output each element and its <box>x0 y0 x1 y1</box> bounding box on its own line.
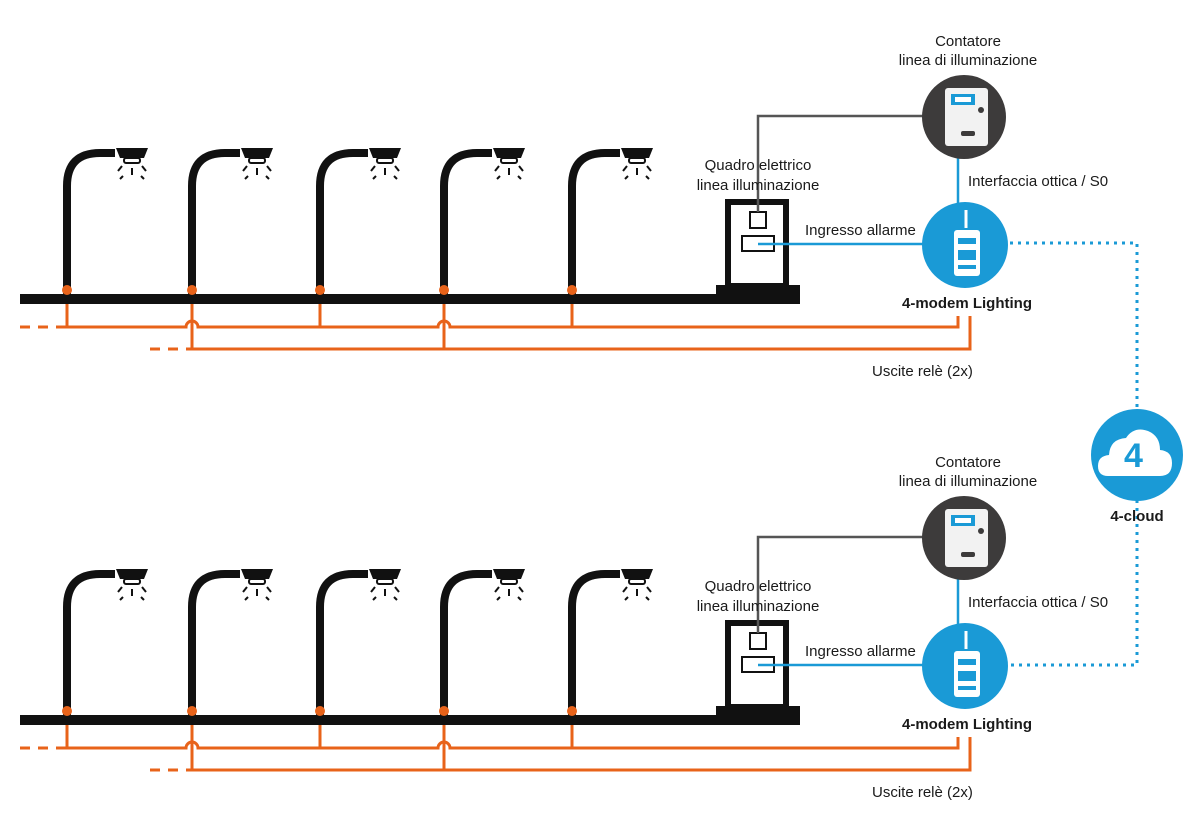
energy-meter-icon <box>922 75 1006 159</box>
panel-meter-wire <box>756 114 925 212</box>
relay-nodes <box>62 706 577 716</box>
cloud-links <box>1010 241 1139 667</box>
relay-outputs-label: Uscite relè (2x) <box>872 363 973 380</box>
cloud-icon <box>1091 409 1183 501</box>
section-1 <box>20 75 1008 351</box>
street-lamps <box>63 147 654 294</box>
ground-line <box>20 715 800 725</box>
street-lamps <box>63 568 654 715</box>
panel-label-line2: linea illuminazione <box>696 177 820 194</box>
meter-label-line1: Contatore <box>935 454 1001 471</box>
panel-label-line1: Quadro elettrico <box>704 157 812 174</box>
section-2 <box>20 496 1008 772</box>
meter-label-line2: linea di illuminazione <box>898 473 1038 490</box>
alarm-input-label: Ingresso allarme <box>805 222 916 239</box>
panel-meter-wire <box>756 535 925 633</box>
alarm-input-label: Ingresso allarme <box>805 643 916 660</box>
meter-label-line2: linea di illuminazione <box>898 52 1038 69</box>
relay-nodes <box>62 285 577 295</box>
optical-interface-label: Interfaccia ottica / S0 <box>968 594 1109 611</box>
electrical-panel <box>716 620 800 725</box>
cloud-glyph: 4 <box>1124 437 1143 475</box>
modem-label: 4-modem Lighting <box>902 295 1032 312</box>
electrical-panel <box>716 199 800 304</box>
panel-label-line1: Quadro elettrico <box>704 578 812 595</box>
ground-line <box>20 294 800 304</box>
meter-label-line1: Contatore <box>935 33 1001 50</box>
energy-meter-icon <box>922 496 1006 580</box>
relay-wiring <box>20 713 972 772</box>
modem-icon <box>922 202 1008 288</box>
relay-outputs-label: Uscite relè (2x) <box>872 784 973 801</box>
modem-icon <box>922 623 1008 709</box>
panel-label-line2: linea illuminazione <box>696 598 820 615</box>
modem-label: 4-modem Lighting <box>902 716 1032 733</box>
optical-interface-label: Interfaccia ottica / S0 <box>968 173 1109 190</box>
cloud-label: 4-cloud <box>1110 508 1164 525</box>
